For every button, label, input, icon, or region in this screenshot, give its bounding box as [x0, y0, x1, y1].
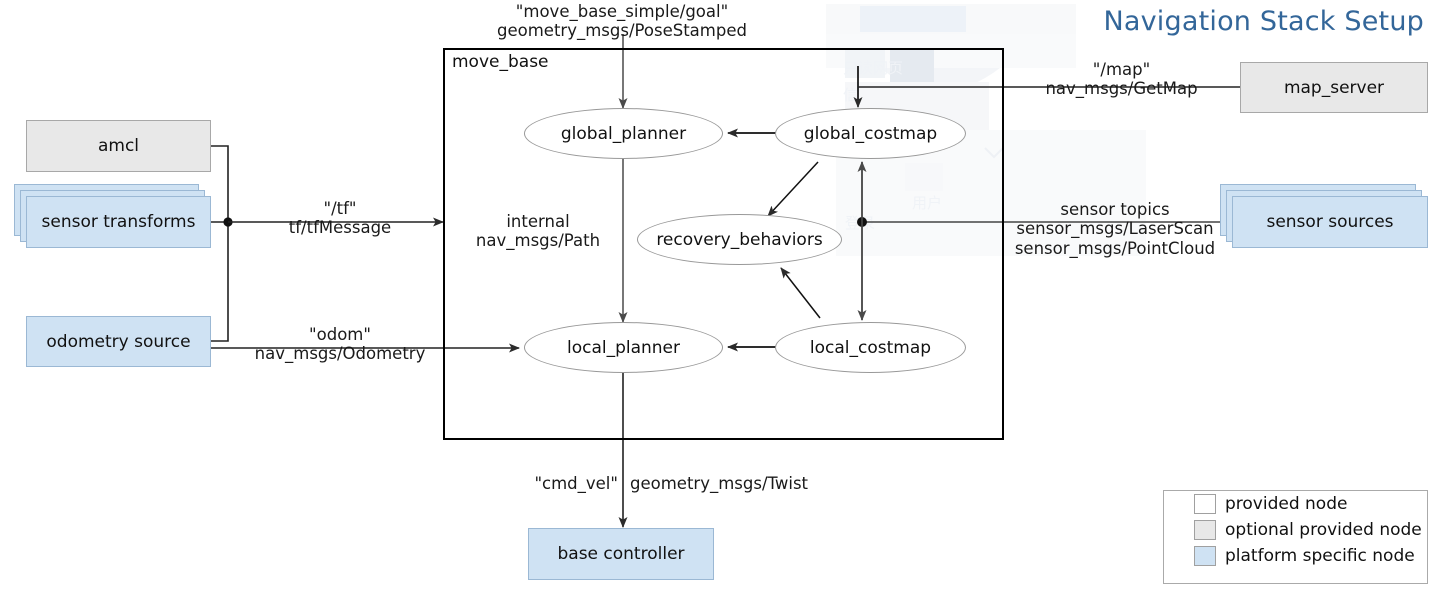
- legend-label-provided: provided node: [1225, 494, 1348, 514]
- tf-topic: "/tf": [323, 199, 357, 218]
- legend-swatch-provided: [1194, 494, 1216, 514]
- goal-type: geometry_msgs/PoseStamped: [497, 21, 747, 41]
- odom-type: nav_msgs/Odometry: [254, 344, 426, 364]
- sensor-type-2: sensor_msgs/PointCloud: [1014, 238, 1216, 258]
- edge-label-tf: "/tf" tf/tfMessage: [247, 199, 433, 238]
- node-odometry-source[interactable]: odometry source: [26, 316, 211, 367]
- node-local-planner[interactable]: local_planner: [524, 322, 723, 373]
- legend-swatch-platform: [1194, 546, 1216, 566]
- node-global-costmap[interactable]: global_costmap: [775, 108, 966, 159]
- legend-swatch-optional: [1194, 520, 1216, 540]
- sensor-sources-label: sensor sources: [1232, 196, 1428, 248]
- sensor-transforms-label: sensor transforms: [26, 196, 211, 248]
- move-base-label: move_base: [452, 52, 549, 72]
- edge-label-goal: "move_base_simple/goal" geometry_msgs/Po…: [472, 2, 772, 41]
- sensor-topics: sensor topics: [1060, 200, 1170, 219]
- map-topic: "/map": [1092, 60, 1151, 79]
- internal-type: nav_msgs/Path: [475, 231, 601, 251]
- goal-topic: "move_base_simple/goal": [515, 2, 729, 21]
- node-map-server[interactable]: map_server: [1240, 62, 1428, 113]
- edge-label-sensor: sensor topics sensor_msgs/LaserScan sens…: [1002, 200, 1228, 258]
- node-sensor-transforms[interactable]: sensor transforms: [14, 184, 211, 262]
- tf-type: tf/tfMessage: [288, 218, 392, 238]
- internal-label: internal: [506, 212, 570, 231]
- map-type: nav_msgs/GetMap: [1045, 79, 1198, 99]
- page-title: Navigation Stack Setup: [1103, 6, 1424, 37]
- node-recovery-behaviors[interactable]: recovery_behaviors: [637, 214, 842, 265]
- sensor-type-1: sensor_msgs/LaserScan: [1016, 219, 1214, 239]
- move-base-container: [443, 48, 1004, 440]
- legend: provided node optional provided node pla…: [1163, 490, 1428, 584]
- edge-label-map: "/map" nav_msgs/GetMap: [1014, 60, 1229, 99]
- edge-label-internal: internal nav_msgs/Path: [458, 212, 618, 251]
- edge-label-cmd-vel-type: geometry_msgs/Twist: [630, 474, 809, 493]
- node-amcl[interactable]: amcl: [26, 120, 211, 172]
- legend-item-provided: provided node: [1164, 491, 1427, 517]
- node-global-planner[interactable]: global_planner: [524, 108, 723, 159]
- node-base-controller[interactable]: base controller: [528, 528, 714, 580]
- edge-label-cmd-vel-topic: "cmd_vel": [534, 474, 618, 493]
- node-sensor-sources[interactable]: sensor sources: [1220, 184, 1428, 262]
- legend-item-optional: optional provided node: [1164, 517, 1427, 543]
- legend-item-platform: platform specific node: [1164, 543, 1427, 569]
- legend-label-platform: platform specific node: [1225, 546, 1415, 566]
- legend-label-optional: optional provided node: [1225, 520, 1422, 540]
- edge-label-odom: "odom" nav_msgs/Odometry: [247, 325, 433, 364]
- odom-topic: "odom": [309, 325, 371, 344]
- node-local-costmap[interactable]: local_costmap: [775, 322, 966, 373]
